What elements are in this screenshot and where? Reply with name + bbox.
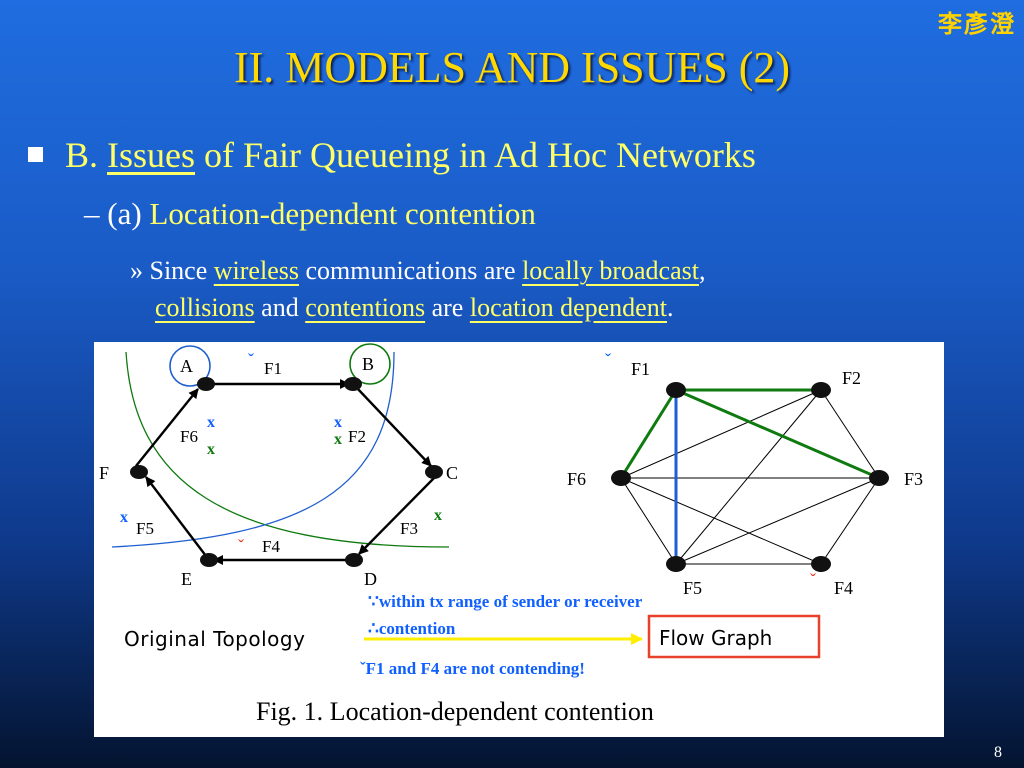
annotation-tx-range: ∵within tx range of sender or receiver [368,592,643,611]
label-flow-f1: F1 [264,359,282,378]
range-arc-blue [111,351,395,548]
graph-label-f3: F3 [904,469,923,489]
bullet3-u3: collisions [155,293,255,322]
label-node-a: A [180,356,193,376]
x-mark: x [120,509,128,526]
flow-edge-f1-f6 [619,389,678,479]
x-mark: x [434,507,442,524]
bullet-level3: » Since wireless communications are loca… [130,252,705,326]
label-node-b: B [362,354,374,374]
graph-node-f4 [811,556,831,572]
bullet1-underlined: Issues [107,135,196,175]
label-node-c: C [446,463,458,483]
x-mark: x [334,414,342,431]
topo-node-d [345,553,363,567]
graph-node-f3 [869,470,889,486]
bullet2-prefix: – (a) [84,196,150,231]
bullet3-u4: contentions [305,293,426,322]
topo-node-a [197,377,215,391]
bullet-level1: B. Issues of Fair Queueing in Ad Hoc Net… [28,134,756,176]
flow-edge-f1-f3 [675,388,880,480]
label-original-topology: Original Topology [124,627,305,651]
author-logo: 李彥澄 [938,10,1016,38]
graph-node-f5 [666,556,686,572]
graph-label-f1: F1 [631,359,650,379]
label-flow-f2: F2 [348,427,366,446]
x-mark: x [207,414,215,431]
topo-node-c [425,465,443,479]
label-node-e: E [181,569,192,589]
flow-graph-box [647,614,821,659]
graph-label-f2: F2 [842,368,861,388]
check-mark: ˇ [810,570,816,590]
graph-label-f5: F5 [683,578,702,598]
graph-node-f1 [666,382,686,398]
label-flow-f5: F5 [136,519,154,538]
range-arc-green [125,351,450,548]
bullet-level2: – (a) Location-dependent contention [84,196,536,232]
check-mark: ˇ [248,350,254,370]
edge-f2 [355,386,432,467]
label-flow-f4: F4 [262,537,280,556]
bullet3-t1: Since [149,256,214,285]
bullet3-t3: , [698,256,706,285]
topo-node-b [344,377,362,391]
bullet1-rest: of Fair Queueing in Ad Hoc Networks [195,135,756,175]
annotation-contention: ∴contention [368,619,456,638]
edge-f3 [358,474,438,555]
bullet3-u5: location dependent [469,293,667,322]
bullet3-t5: are [425,293,470,322]
graph-node-f6 [611,470,631,486]
figure-svg: A B C D E F F1 F2 F3 F4 F5 F6 x x x x x … [99,343,923,726]
label-node-d: D [364,569,377,589]
annotation-not-contending: ˇF1 and F4 are not contending! [360,659,585,678]
label-node-f: F [99,463,109,483]
slide-title: II. MODELS AND ISSUES (2) [233,43,791,92]
node-a-circle [169,345,211,387]
graph-label-f6: F6 [567,469,586,489]
topo-node-e [200,553,218,567]
figure-caption: Fig. 1. Location-dependent contention [256,697,654,726]
node-b-circle [349,343,391,385]
bullet3-u1: wireless [213,256,299,285]
check-mark: ˇ [605,350,611,370]
figure-panel: A B C D E F F1 F2 F3 F4 F5 F6 x x x x x … [94,342,944,737]
bullet3-t6: . [666,293,674,322]
graph-node-f2 [811,382,831,398]
edge-f5 [145,476,207,557]
bullet3-t4: and [254,293,306,322]
label-flow-f6: F6 [180,427,198,446]
page-number: 8 [994,744,1002,761]
x-mark: x [334,431,342,448]
bullet3-marker: » [130,256,150,285]
bullet3-t2: communications are [298,256,523,285]
check-mark: ˇ [238,536,244,556]
bullet3-u2: locally broadcast [522,256,699,285]
square-bullet-icon [28,147,43,163]
bullet1-prefix: B. [65,135,108,175]
x-mark: x [207,441,215,458]
label-flow-graph: Flow Graph [659,626,772,650]
label-flow-f3: F3 [400,519,418,538]
topo-node-f [130,465,148,479]
graph-label-f4: F4 [834,578,853,598]
bullet2-text: Location-dependent contention [149,196,536,231]
edge-f6 [135,388,199,467]
